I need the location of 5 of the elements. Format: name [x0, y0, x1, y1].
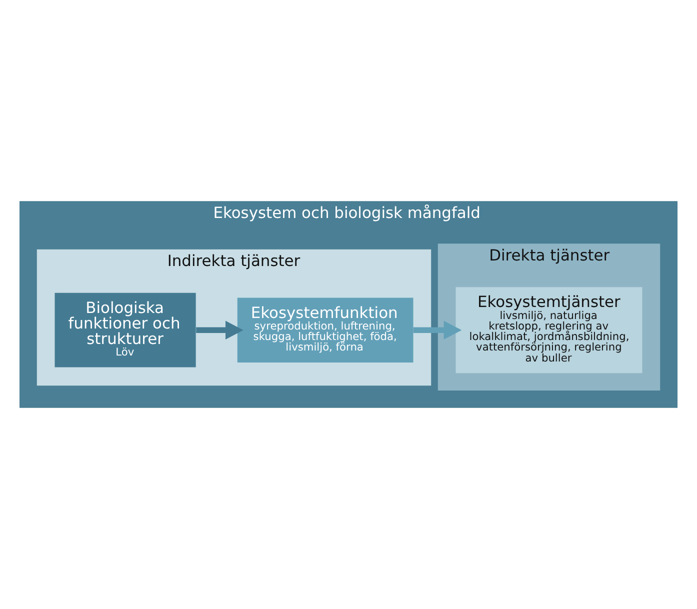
node-box: Ekosystemfunktion syreproduktion, luftrening, skugga, luftfuktighet, föda, livsmiljö, förna [237, 298, 414, 362]
node-box: Biologiska funktioner och strukturer Löv [54, 292, 196, 368]
node-box: Ekosystemtjänster livsmiljö, naturliga kretslopp, reglering av lokalklimat, jordmånsbildning, vattenförsörjning, reglering av buller [456, 287, 642, 374]
arrow [413, 320, 462, 340]
arrow [196, 320, 244, 340]
